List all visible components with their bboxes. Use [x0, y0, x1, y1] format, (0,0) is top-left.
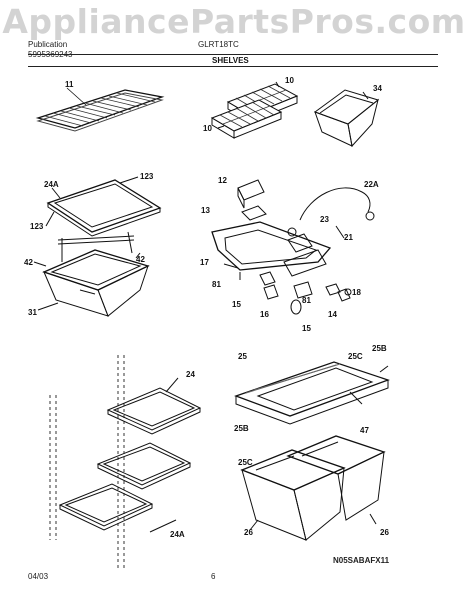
part-label-81: 81 — [212, 280, 221, 289]
part-label-31: 31 — [28, 308, 37, 317]
small-storage-bin — [313, 89, 380, 148]
part-label-25c: 25C — [238, 458, 253, 467]
crisper-cover — [234, 361, 390, 425]
part-label-16: 16 — [260, 310, 269, 319]
part-label-15: 15 — [232, 300, 241, 309]
part-label-123: 123 — [30, 222, 44, 231]
part-label-26: 26 — [380, 528, 389, 537]
part-label-10: 10 — [203, 124, 212, 133]
ice-maker-assembly — [211, 179, 375, 315]
header-rule-bottom — [28, 66, 438, 67]
header-rule-top — [28, 54, 438, 55]
part-label-15: 15 — [302, 324, 311, 333]
part-label-21: 21 — [344, 233, 353, 242]
part-label-14: 14 — [328, 310, 337, 319]
part-label-12: 12 — [218, 176, 227, 185]
part-label-81: 81 — [302, 296, 311, 305]
part-label-18: 18 — [352, 288, 361, 297]
publication-label: Publication — [28, 40, 68, 49]
glass-shelf-stack — [58, 377, 202, 533]
section-title: SHELVES — [212, 56, 249, 65]
wire-shelf — [35, 87, 165, 132]
part-label-24: 24 — [186, 370, 195, 379]
part-label-47: 47 — [360, 426, 369, 435]
part-label-34: 34 — [373, 84, 382, 93]
part-label-13: 13 — [201, 206, 210, 215]
part-label-23: 23 — [320, 215, 329, 224]
footer-date: 04/03 — [28, 572, 49, 581]
part-label-11: 11 — [65, 80, 74, 89]
part-label-10: 10 — [285, 76, 294, 85]
part-label-17: 17 — [200, 258, 209, 267]
part-label-24a: 24A — [170, 530, 185, 539]
part-label-25b: 25B — [234, 424, 249, 433]
part-label-42: 42 — [136, 255, 145, 264]
part-label-25b: 25B — [372, 344, 387, 353]
crisper-drawer-left — [33, 231, 150, 317]
part-label-25: 25 — [238, 352, 247, 361]
watermark-text: AppliancePartsPros.com — [2, 2, 466, 41]
crisper-drawers — [240, 435, 386, 541]
ice-cube-trays — [210, 81, 299, 139]
part-label-25c: 25C — [348, 352, 363, 361]
part-label-22a: 22A — [364, 180, 379, 189]
cabinet-rails — [49, 355, 125, 570]
part-label-42: 42 — [24, 258, 33, 267]
part-label-123: 123 — [140, 172, 154, 181]
page-number: 6 — [211, 572, 216, 581]
model-number: GLRT18TC — [198, 40, 239, 49]
part-label-26: 26 — [244, 528, 253, 537]
diagram-code: N05SABAFX11 — [333, 556, 390, 565]
part-label-24a: 24A — [44, 180, 59, 189]
glass-shelf-upper — [45, 176, 162, 237]
